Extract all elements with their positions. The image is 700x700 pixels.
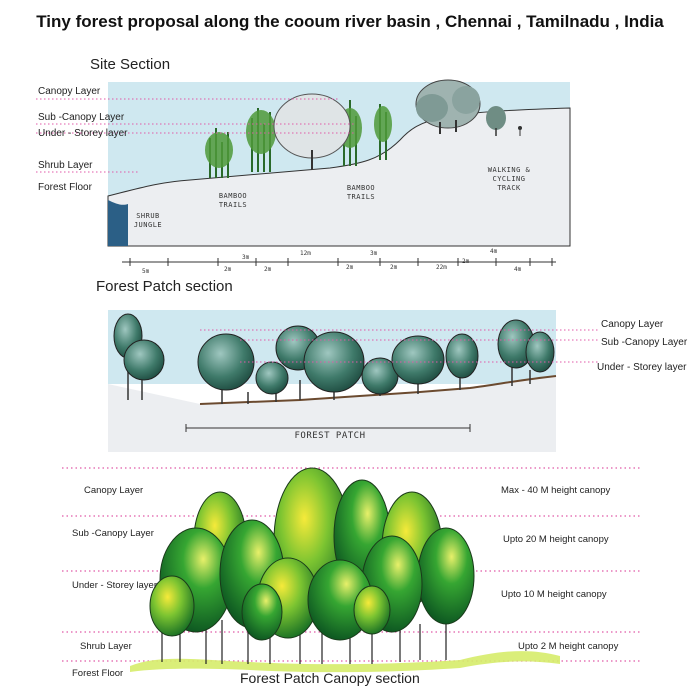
page-title: Tiny forest proposal along the cooum riv… xyxy=(36,12,664,31)
site-layer-forest-floor: Forest Floor xyxy=(38,182,92,193)
height-under-storey: Upto 10 M height canopy xyxy=(501,589,607,600)
note-line: BAMBOO xyxy=(346,184,376,192)
height-max-canopy: Max - 40 M height canopy xyxy=(501,485,611,496)
canopy-layer-forest-floor: Forest Floor xyxy=(72,668,124,679)
site-layer-canopy: Canopy Layer xyxy=(38,86,101,97)
site-layer-sub-canopy: Sub -Canopy Layer xyxy=(38,112,125,123)
dim-label: 2m xyxy=(224,266,232,273)
canopy-layer-sub-canopy: Sub -Canopy Layer xyxy=(72,528,154,539)
height-sub-canopy: Upto 20 M height canopy xyxy=(503,534,609,545)
dim-label: 2m xyxy=(264,266,272,273)
note-line: TRAILS xyxy=(346,193,376,201)
site-section-panel xyxy=(36,79,571,266)
note-line: JUNGLE xyxy=(133,221,163,229)
forest-patch-panel xyxy=(108,310,600,452)
forest-patch-heading: Forest Patch section xyxy=(96,278,233,295)
site-layer-under-storey: Under - Storey layer xyxy=(38,128,128,139)
note-line: TRAILS xyxy=(218,201,248,209)
note-line: SHRUB xyxy=(136,212,160,220)
note-shrub-jungle: SHRUB JUNGLE xyxy=(128,212,168,230)
dim-label: 2m xyxy=(462,258,470,265)
note-line: BAMBOO xyxy=(218,192,248,200)
patch-layer-sub-canopy: Sub -Canopy Layer xyxy=(601,337,688,348)
note-line: CYCLING xyxy=(492,175,526,183)
dim-label: 5m xyxy=(142,268,150,275)
dim-label: 3m xyxy=(370,250,378,257)
note-bamboo-trails-2: BAMBOO TRAILS xyxy=(338,184,384,202)
note-bamboo-trails-1: BAMBOO TRAILS xyxy=(210,192,256,210)
site-layer-shrub: Shrub Layer xyxy=(38,160,93,171)
dim-label: 2m xyxy=(390,264,398,271)
dim-label: 2m xyxy=(346,264,354,271)
canopy-section-heading: Forest Patch Canopy section xyxy=(240,670,420,686)
patch-layer-under-storey: Under - Storey layer xyxy=(597,362,687,373)
dim-label: 22m xyxy=(436,264,447,271)
dim-label: 4m xyxy=(514,266,522,273)
canopy-layer-canopy: Canopy Layer xyxy=(84,485,144,496)
site-section-heading: Site Section xyxy=(90,56,171,73)
dim-label: 4m xyxy=(490,248,498,255)
patch-layer-canopy: Canopy Layer xyxy=(601,319,664,330)
canopy-section-panel xyxy=(62,467,640,673)
canopy-layer-under-storey: Under - Storey layer xyxy=(72,580,158,591)
dim-label: 3m xyxy=(242,254,250,261)
forest-patch-label: FOREST PATCH xyxy=(294,431,366,441)
note-line: TRACK xyxy=(497,184,521,192)
note-line: WALKING & xyxy=(487,166,531,174)
height-shrub: Upto 2 M height canopy xyxy=(518,641,619,652)
note-walking-cycling-track: WALKING & CYCLING TRACK xyxy=(478,166,540,193)
dim-label: 12m xyxy=(300,250,311,257)
canopy-layer-shrub: Shrub Layer xyxy=(80,641,132,652)
